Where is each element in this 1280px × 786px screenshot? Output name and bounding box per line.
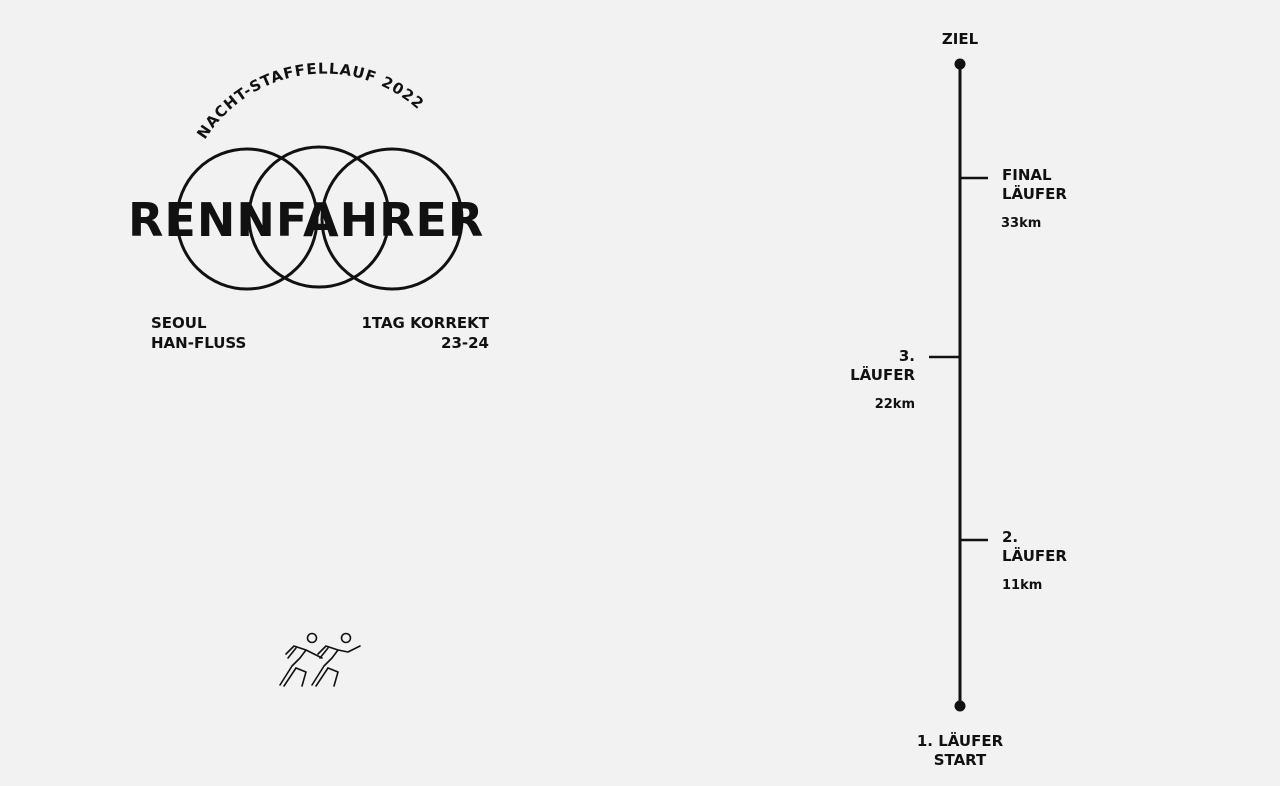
timeline-start-dot: [954, 700, 966, 712]
brand-title: RENNFAHRER: [128, 193, 485, 247]
timeline-finish-dot: [954, 58, 966, 70]
location-info: SEOUL HAN-FLUSS: [151, 313, 246, 353]
logo-circle-left: [175, 147, 319, 291]
logo-graphic: NACHT-STAFFELLAUF 2022: [175, 60, 464, 291]
checkpoint-final-line1: FINAL: [1002, 166, 1052, 184]
relay-runners-icon: [279, 632, 361, 687]
checkpoint-third-line2: LÄUFER: [850, 366, 915, 384]
logo-arc-text: NACHT-STAFFELLAUF 2022: [193, 60, 427, 143]
logo-circle-middle: [247, 145, 391, 289]
checkpoint-second-label: 2. LÄUFER: [1002, 528, 1067, 566]
relay-timeline: [929, 58, 988, 712]
logo-circle-right: [320, 147, 464, 291]
checkpoint-final-label: FINAL LÄUFER: [1002, 166, 1067, 204]
location-city: SEOUL: [151, 314, 207, 332]
checkpoint-second-distance: 11km: [1002, 578, 1043, 593]
checkpoint-final-distance: 33km: [1001, 216, 1042, 231]
checkpoint-third-label: 3. LÄUFER: [830, 347, 915, 385]
date-info: 1TAG KORREKT 23-24: [340, 313, 489, 353]
timeline-finish-label: ZIEL: [941, 30, 979, 48]
checkpoint-second-line1: 2.: [1002, 528, 1019, 546]
checkpoint-third-distance: 22km: [874, 397, 915, 412]
date-duration: 1TAG KORREKT: [361, 314, 489, 332]
checkpoint-second-line2: LÄUFER: [1002, 547, 1067, 565]
timeline-start-line1: 1. LÄUFER: [916, 732, 1004, 750]
timeline-start-line2: START: [933, 751, 987, 769]
timeline-start-label: 1. LÄUFER START: [900, 732, 1020, 770]
checkpoint-final-line2: LÄUFER: [1002, 185, 1067, 203]
location-river: HAN-FLUSS: [151, 334, 247, 352]
date-dates: 23-24: [441, 334, 489, 352]
checkpoint-third-line1: 3.: [898, 347, 915, 365]
